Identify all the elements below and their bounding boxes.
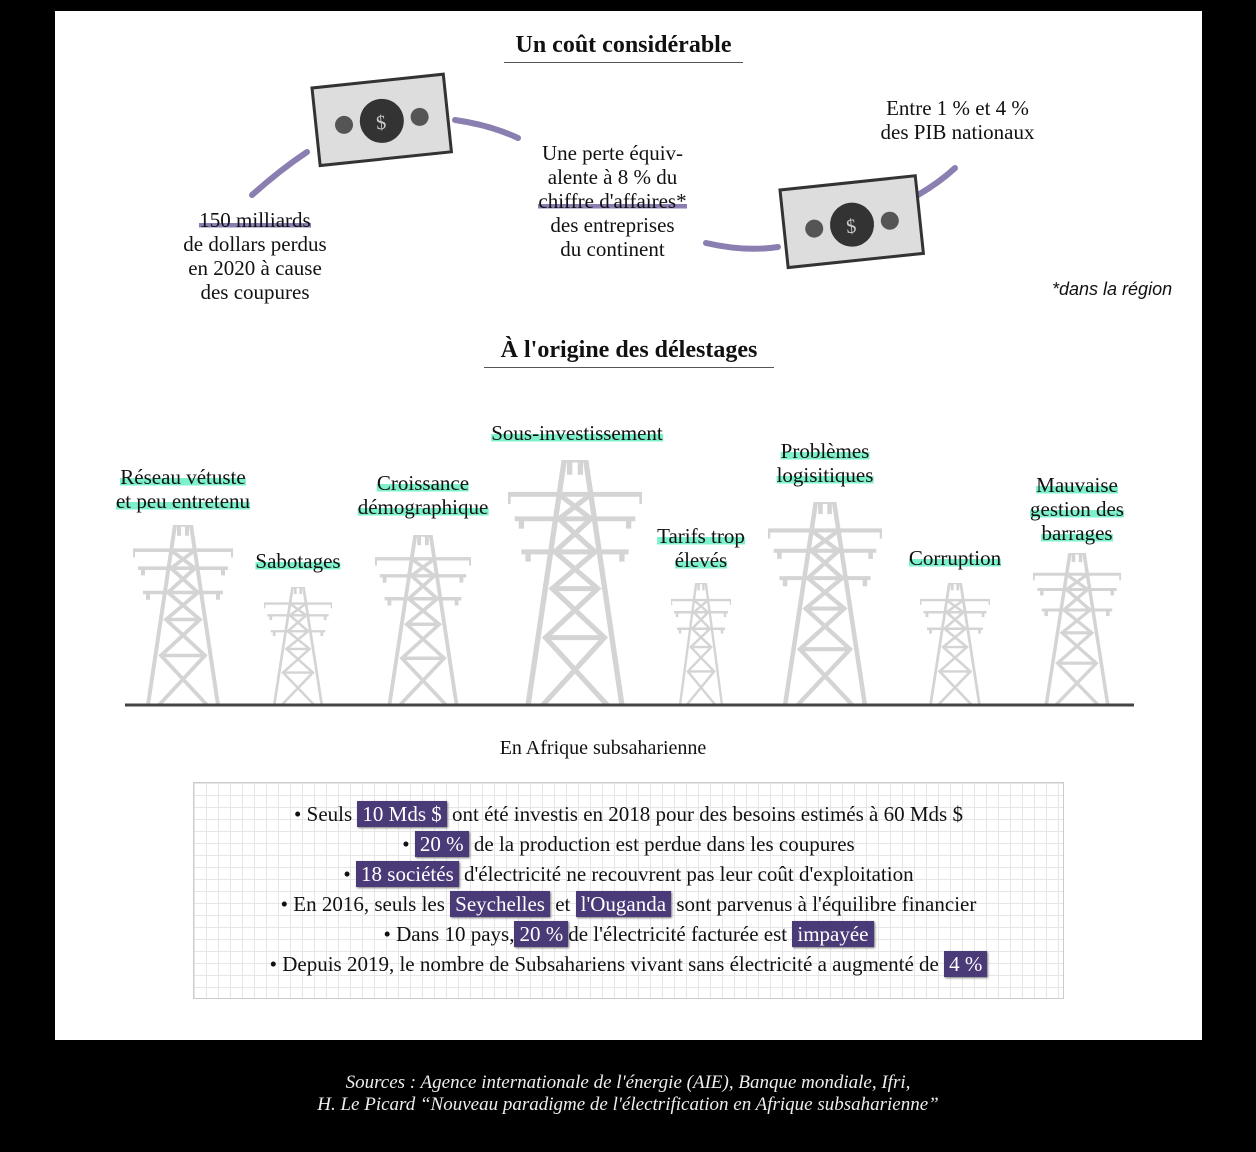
pylon-icon	[508, 460, 642, 705]
facts-heading: En Afrique subsaharienne	[499, 737, 707, 759]
fact-line: • 18 sociétés d'électricité ne recouvren…	[343, 861, 914, 887]
cause-label: Sous-investissement	[491, 421, 663, 445]
pylon-icon	[264, 587, 332, 705]
cause-label: Sabotages	[255, 549, 341, 573]
pylon-icon	[671, 583, 731, 705]
cost-right-text: Entre 1 % et 4 %des PIB nationaux	[880, 96, 1035, 144]
banknote-icon: $	[310, 72, 454, 168]
origins-title: À l'origine des délestages	[484, 337, 774, 368]
pylon-icon	[768, 502, 882, 705]
fact-line: • 20 % de la production est perdue dans …	[402, 831, 855, 857]
pylons	[133, 460, 1121, 705]
pylon-icon	[375, 535, 471, 705]
money-arc	[249, 117, 958, 252]
pylon-icon	[920, 583, 990, 705]
pylon-icon	[133, 525, 233, 705]
cause-label: Corruption	[908, 546, 1002, 570]
footnote: *dans la région	[1052, 279, 1173, 299]
svg-text:$: $	[375, 112, 387, 135]
svg-text:$: $	[845, 215, 857, 238]
fact-line: • En 2016, seuls les Seychelles et l'Oug…	[280, 891, 977, 917]
fact-line: • Seuls 10 Mds $ ont été investis en 201…	[294, 801, 963, 827]
fact-line: • Depuis 2019, le nombre de Subsahariens…	[194, 949, 1063, 979]
sources: Sources : Agence internationale de l'éne…	[317, 1072, 939, 1115]
pylon-icon	[1033, 553, 1121, 705]
banknote-icon: $	[778, 174, 926, 270]
fact-line: • Dans 10 pays,20 %de l'électricité fact…	[194, 919, 1063, 949]
facts-box: • Seuls 10 Mds $ ont été investis en 201…	[193, 782, 1064, 999]
cost-title: Un coût considérable	[504, 32, 743, 63]
